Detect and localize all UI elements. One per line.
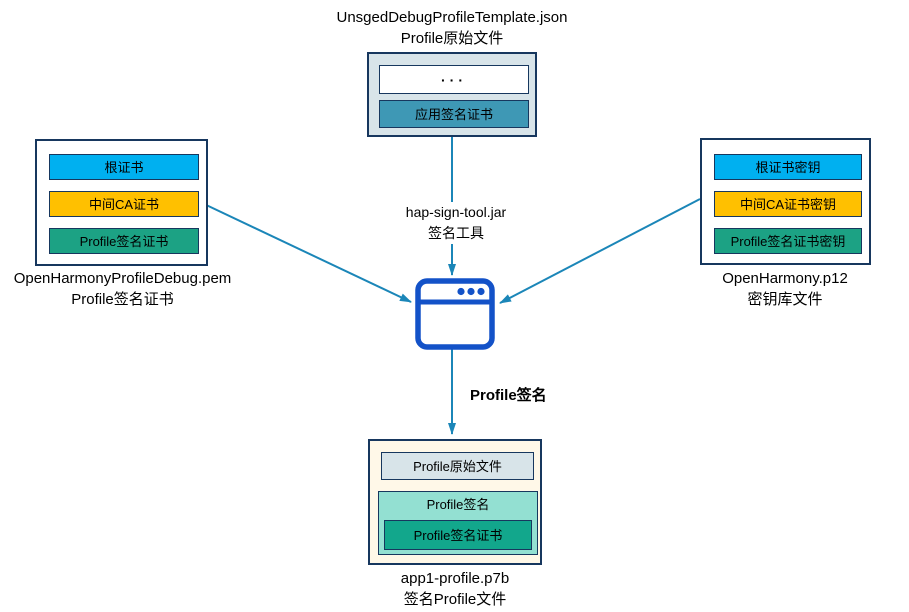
intermediate-ca-cert-key-row: 中间CA证书密钥	[714, 191, 862, 217]
right-file-name: OpenHarmony.p12	[722, 270, 848, 287]
profile-signature-label: Profile签名	[426, 497, 490, 512]
sign-tool-desc: 签名工具	[428, 225, 484, 241]
root-cert-row: 根证书	[49, 154, 199, 180]
profile-sign-cert-inner-row: Profile签名证书	[384, 520, 532, 550]
top-file-name: UnsgedDebugProfileTemplate.json	[336, 9, 568, 26]
left-file-caption: OpenHarmonyProfileDebug.pem Profile签名证书	[0, 268, 245, 310]
right-file-caption: OpenHarmony.p12 密钥库文件	[685, 268, 885, 310]
left-file-name: OpenHarmonyProfileDebug.pem	[13, 270, 232, 287]
right-file-desc: 密钥库文件	[747, 291, 823, 308]
keystore-box: 根证书密钥 中间CA证书密钥 Profile签名证书密钥	[700, 138, 871, 265]
unsigned-profile-box: ··· 应用签名证书	[367, 52, 537, 137]
top-file-caption: UnsgedDebugProfileTemplate.json Profile原…	[302, 7, 602, 49]
profile-content-ellipsis: ···	[379, 65, 529, 94]
app-sign-cert-row: 应用签名证书	[379, 100, 529, 128]
root-cert-key-row: 根证书密钥	[714, 154, 862, 180]
sign-tool-name: hap-sign-tool.jar	[405, 204, 507, 220]
signed-profile-box: Profile原始文件 Profile签名 Profile签名证书	[368, 439, 542, 565]
sign-tool-caption: hap-sign-tool.jar 签名工具	[372, 202, 540, 244]
profile-sign-cert-key-row: Profile签名证书密钥	[714, 228, 862, 254]
bottom-file-desc: 签名Profile文件	[403, 591, 507, 608]
arrow-left-to-tool	[201, 202, 412, 303]
profile-cert-box: 根证书 中间CA证书 Profile签名证书	[35, 139, 208, 266]
intermediate-ca-cert-row: 中间CA证书	[49, 191, 199, 217]
bottom-file-name: app1-profile.p7b	[400, 570, 510, 587]
profile-original-row: Profile原始文件	[381, 452, 534, 480]
window-app-icon	[415, 278, 495, 350]
profile-sign-cert-row: Profile签名证书	[49, 228, 199, 254]
left-file-desc: Profile签名证书	[71, 291, 174, 308]
profile-sign-arrow-label: Profile签名	[470, 387, 547, 404]
bottom-file-caption: app1-profile.p7b 签名Profile文件	[355, 568, 555, 610]
top-file-desc: Profile原始文件	[400, 30, 504, 47]
sign-tool-icon	[413, 276, 497, 353]
arrow-right-to-tool	[499, 198, 701, 304]
